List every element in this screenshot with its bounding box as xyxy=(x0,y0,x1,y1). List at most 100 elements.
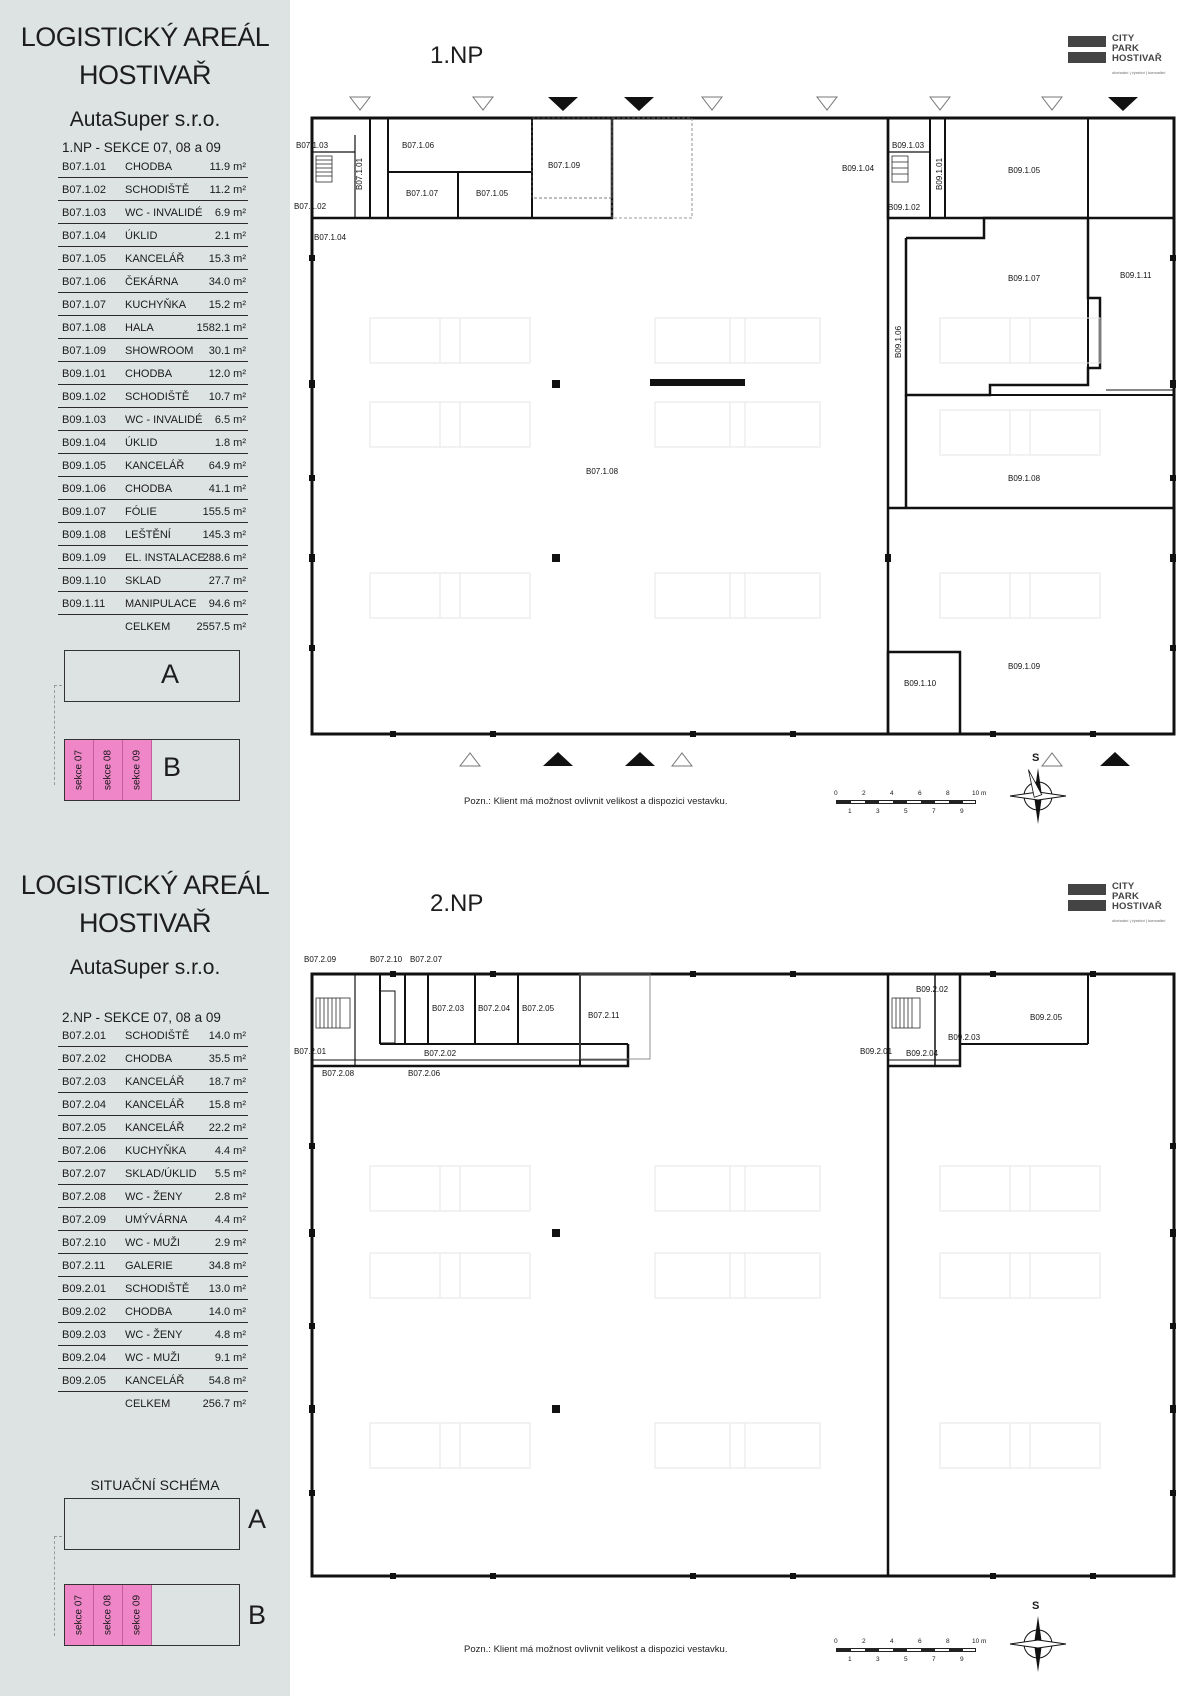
room-name: KANCELÁŘ xyxy=(125,1375,185,1387)
floor-plan-1np: B07.1.03 B07.1.02 B07.1.04 B07.1.01 B07.… xyxy=(294,96,1176,767)
room-name: HALA xyxy=(125,322,154,334)
room-area: 18.7 m² xyxy=(208,1076,246,1088)
room-area: 13.0 m² xyxy=(208,1283,246,1295)
scale-unit: 10 m xyxy=(972,1638,987,1645)
room-area: 30.1 m² xyxy=(208,345,246,357)
plan-label: B07.2.07 xyxy=(410,955,443,964)
city-park-logo: CITY PARK HOSTIVAŘ obchodní | výrobní | … xyxy=(1068,34,1188,82)
plan-label: B09.2.02 xyxy=(916,985,949,994)
scale-tick: 9 xyxy=(960,1656,964,1663)
floor-title-2np: 2.NP xyxy=(430,890,484,917)
stair-09 xyxy=(891,997,921,1029)
room-code: B07.1.04 xyxy=(62,230,107,242)
section-08-label: sekce 08 xyxy=(102,1594,114,1636)
room-code: B07.2.11 xyxy=(62,1260,106,1272)
plan-label: B09.1.02 xyxy=(888,203,921,212)
room-labels-1np: B07.1.03 B07.1.02 B07.1.04 B07.1.01 B07.… xyxy=(294,141,1152,688)
plan-label: B09.1.10 xyxy=(904,679,937,688)
room-name: KANCELÁŘ xyxy=(125,460,185,472)
room-area: 64.9 m² xyxy=(208,460,246,472)
room-area: 4.4 m² xyxy=(214,1145,246,1157)
site-block-b: sekce 07 sekce 08 sekce 09 B xyxy=(64,739,240,801)
plan-label: B07.2.10 xyxy=(370,955,403,964)
plan-label: B07.1.07 xyxy=(406,189,439,198)
dock-markers-bottom xyxy=(458,752,1130,767)
scale-tick: 8 xyxy=(946,790,950,797)
plan-label: B09.1.04 xyxy=(842,164,875,173)
road-line xyxy=(54,685,62,785)
compass-letter: S xyxy=(1032,1600,1040,1612)
room-name: CHODBA xyxy=(125,368,173,380)
scale-unit: 10 m xyxy=(972,790,987,797)
project-title: LOGISTICKÝ AREÁL HOSTIVAŘ xyxy=(0,866,290,942)
logo-line3: HOSTIVAŘ xyxy=(1112,53,1162,64)
scale-bar-1np: 0 2 4 6 8 10 m 1 3 5 7 9 xyxy=(834,788,996,822)
room-code: B07.1.07 xyxy=(62,299,107,311)
room-code: B09.1.11 xyxy=(62,598,106,610)
room-code: B07.2.07 xyxy=(62,1168,107,1180)
site-block-a: A xyxy=(64,650,240,702)
room-name: WC - MUŽI xyxy=(125,1237,180,1249)
room-area: 6.5 m² xyxy=(214,414,246,426)
plan-label: B09.1.08 xyxy=(1008,474,1041,483)
sheet-2np: LOGISTICKÝ AREÁL HOSTIVAŘ AutaSuper s.r.… xyxy=(0,848,1199,1696)
room-name: KANCELÁŘ xyxy=(125,1076,185,1088)
room-code: B09.1.10 xyxy=(62,575,107,587)
room-code: B07.2.09 xyxy=(62,1214,107,1226)
room-name: FÓLIE xyxy=(125,506,157,518)
room-code: B07.2.08 xyxy=(62,1191,107,1203)
plan-label: B09.2.01 xyxy=(860,1047,893,1056)
site-block-a xyxy=(64,1498,240,1550)
plan-label: B07.1.02 xyxy=(294,202,327,211)
room-area: 2.1 m² xyxy=(214,230,246,242)
plan-label: B09.1.06 xyxy=(894,325,903,358)
project-title: LOGISTICKÝ AREÁL HOSTIVAŘ xyxy=(0,18,290,94)
stair-07 xyxy=(315,997,351,1029)
scale-tick: 2 xyxy=(862,1638,866,1645)
compass-icon: S xyxy=(1008,1600,1068,1674)
room-code: B09.2.04 xyxy=(62,1352,107,1364)
room-area: 14.0 m² xyxy=(208,1306,246,1318)
logo-line2: PARK xyxy=(1112,43,1140,54)
section-09-label: sekce 09 xyxy=(131,1594,143,1636)
scale-tick: 6 xyxy=(918,1638,922,1645)
compass-icon: S xyxy=(1008,752,1068,826)
floor-plan-2np: B07.2.09 B07.2.10 B07.2.07 B07.2.01 B07.… xyxy=(294,955,1176,1579)
room-code: B09.1.06 xyxy=(62,483,107,495)
building-outline xyxy=(310,116,1176,736)
room-area: 34.0 m² xyxy=(208,276,246,288)
plan-label: B07.2.11 xyxy=(588,1011,620,1020)
scale-tick: 5 xyxy=(904,1656,908,1663)
plan-label: B09.2.04 xyxy=(906,1049,939,1058)
room-code: B07.2.10 xyxy=(62,1237,107,1249)
scale-tick: 3 xyxy=(876,808,880,815)
columns xyxy=(309,255,1176,737)
plan-label: B07.1.04 xyxy=(314,233,347,242)
scale-tick: 4 xyxy=(890,1638,894,1645)
room-area: 155.5 m² xyxy=(202,506,246,518)
section-07-label: sekce 07 xyxy=(73,749,85,791)
plan-label: B07.2.04 xyxy=(478,1004,511,1013)
site-letter-b: B xyxy=(163,752,182,782)
room-area: 4.8 m² xyxy=(214,1329,246,1341)
room-name: SCHODIŠTĚ xyxy=(125,1030,190,1042)
situation-schema-2np: A sekce 07 sekce 08 sekce 09 B xyxy=(40,1496,266,1661)
room-code: B07.2.05 xyxy=(62,1122,107,1134)
showroom-outline xyxy=(531,117,613,199)
scale-tick: 7 xyxy=(932,1656,936,1663)
section-08: sekce 08 xyxy=(94,1585,123,1645)
room-name: ÚKLID xyxy=(125,437,158,449)
project-title-line2: HOSTIVAŘ xyxy=(78,908,212,938)
room-name: CHODBA xyxy=(125,1053,173,1065)
